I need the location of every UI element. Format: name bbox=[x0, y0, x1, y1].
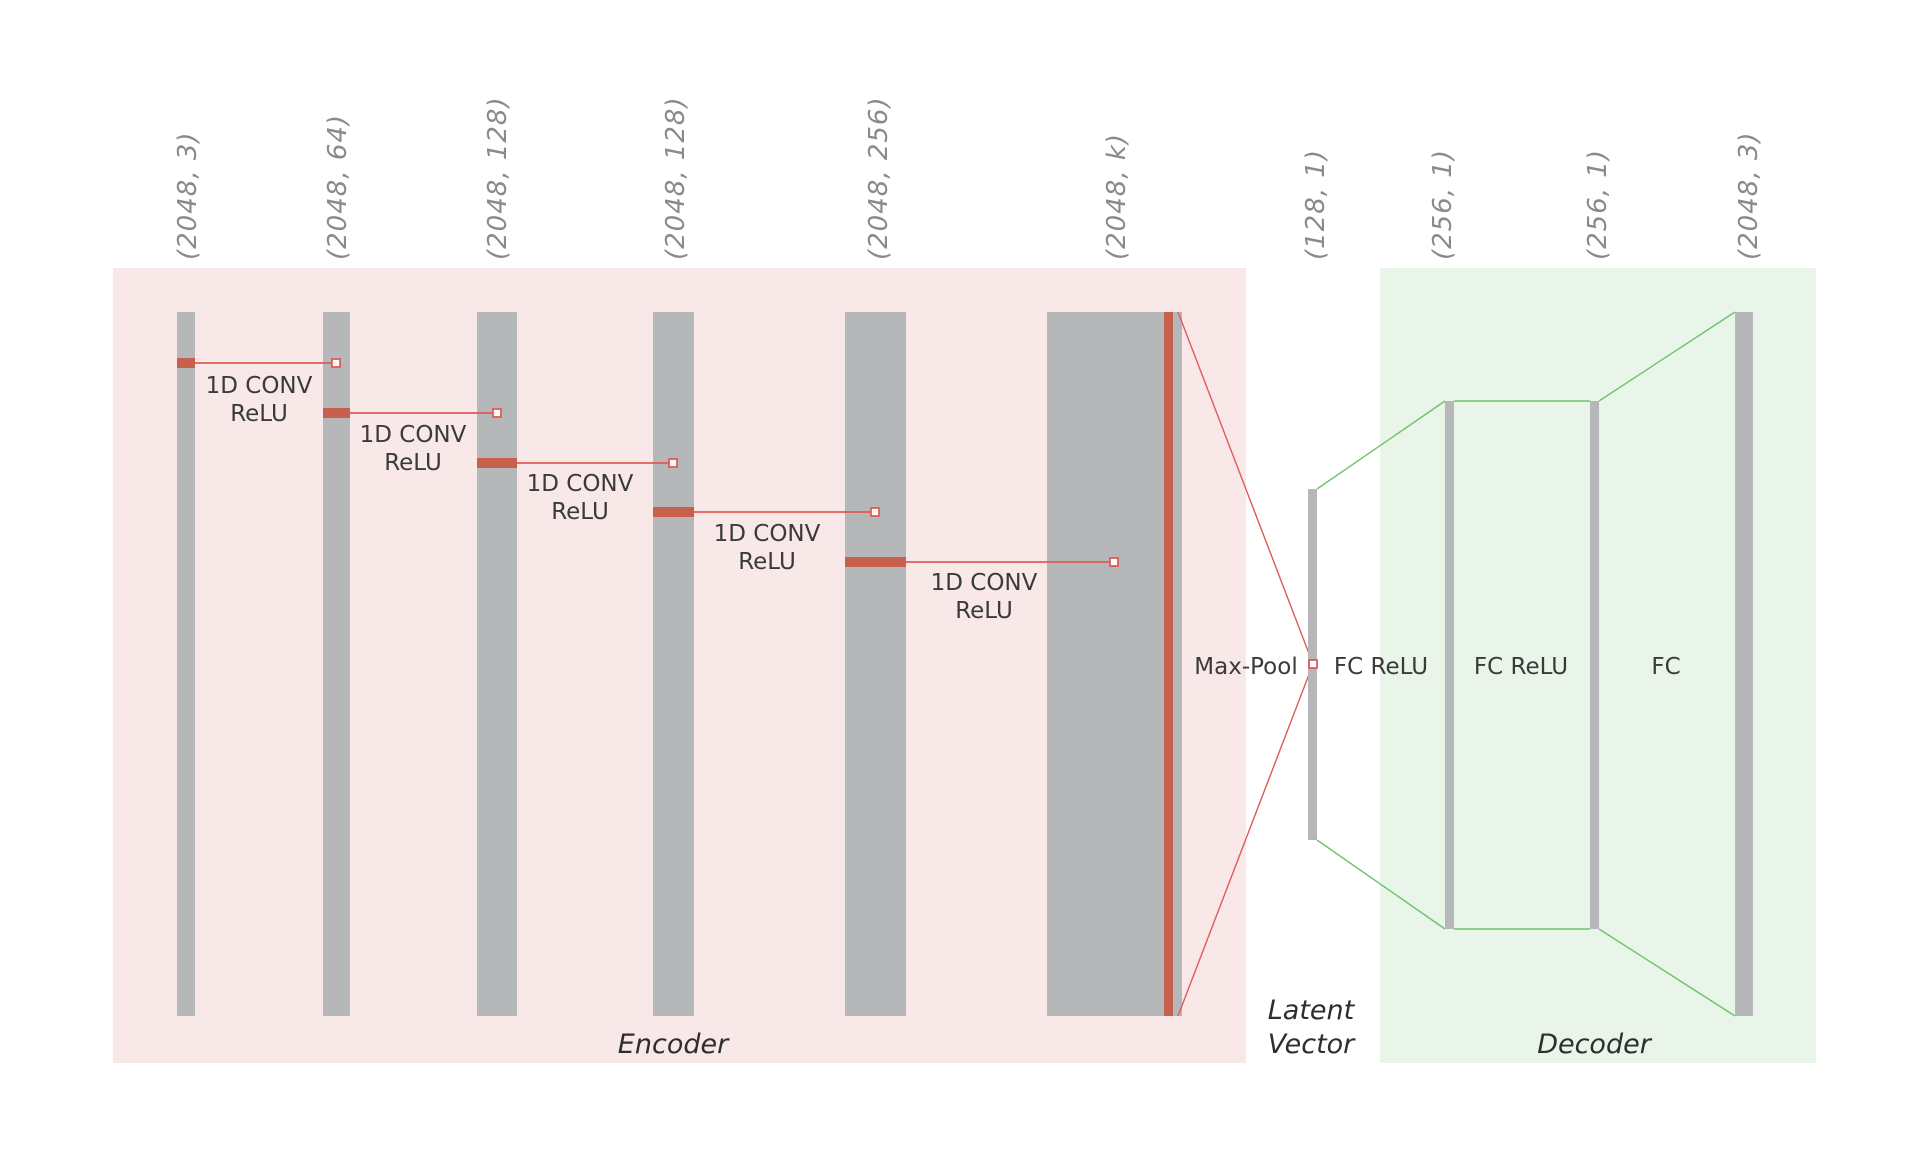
conv-target-3 bbox=[668, 458, 678, 468]
conv-label-5-line2: ReLU bbox=[955, 598, 1013, 624]
maxpool-column bbox=[1164, 312, 1173, 1016]
fc-relu-label-2: FC ReLU bbox=[1474, 654, 1568, 680]
encoder-caption: Encoder bbox=[618, 1029, 730, 1060]
conv-highlight-input bbox=[177, 358, 195, 368]
conv-highlight-conv1 bbox=[323, 408, 350, 418]
layer-output bbox=[1735, 312, 1753, 1016]
conv-target-4 bbox=[870, 507, 880, 517]
fc-relu-label-1: FC ReLU bbox=[1334, 654, 1428, 680]
layer-input bbox=[177, 312, 195, 1016]
fc-connector-bottom-3 bbox=[1598, 928, 1736, 1017]
layer-conv5 bbox=[1047, 312, 1182, 1016]
conv-label-2-line1: 1D CONV bbox=[360, 422, 467, 448]
fc-connector-bottom-1 bbox=[1316, 839, 1446, 930]
conv-label-5-line1: 1D CONV bbox=[931, 570, 1038, 596]
conv-label-2-line2: ReLU bbox=[384, 450, 442, 476]
fc-connector-top-3 bbox=[1598, 311, 1736, 402]
conv-label-3-line1: 1D CONV bbox=[527, 471, 634, 497]
maxpool-line-top bbox=[1177, 311, 1314, 665]
layer-conv3 bbox=[653, 312, 694, 1016]
maxpool-line-bottom bbox=[1177, 663, 1314, 1017]
conv-highlight-conv3 bbox=[653, 507, 694, 517]
conv-label-4-line1: 1D CONV bbox=[714, 521, 821, 547]
conv-label-1-line2: ReLU bbox=[230, 401, 288, 427]
latent-caption-line2: Vector bbox=[1268, 1029, 1356, 1060]
conv-target-5 bbox=[1109, 557, 1119, 567]
conv-label-4-line2: ReLU bbox=[738, 549, 796, 575]
conv-highlight-conv4 bbox=[845, 557, 906, 567]
fc-label: FC bbox=[1651, 654, 1680, 680]
dim-label-latent: (128, 1) bbox=[1301, 149, 1331, 260]
maxpool-target bbox=[1308, 659, 1318, 669]
dim-label-fc1: (256, 1) bbox=[1428, 149, 1458, 260]
maxpool-label: Max-Pool bbox=[1194, 654, 1297, 680]
decoder-caption: Decoder bbox=[1537, 1029, 1653, 1060]
dim-label-conv5: (2048, k) bbox=[1102, 133, 1132, 260]
dim-label-fc2: (256, 1) bbox=[1583, 149, 1613, 260]
layer-conv4 bbox=[845, 312, 906, 1016]
layer-fc1 bbox=[1445, 401, 1454, 929]
dim-label-conv2: (2048, 128) bbox=[483, 96, 513, 260]
latent-caption-line1: Latent bbox=[1268, 995, 1356, 1026]
dim-label-input: (2048, 3) bbox=[173, 131, 203, 260]
fc-connector-top-1 bbox=[1316, 400, 1446, 490]
layer-fc2 bbox=[1590, 401, 1599, 929]
layer-conv1 bbox=[323, 312, 350, 1016]
dim-label-conv1: (2048, 64) bbox=[323, 114, 353, 260]
dim-label-conv3: (2048, 128) bbox=[661, 96, 691, 260]
dim-label-output: (2048, 3) bbox=[1734, 131, 1764, 260]
conv-label-3-line2: ReLU bbox=[551, 499, 609, 525]
conv-label-1-line1: 1D CONV bbox=[206, 373, 313, 399]
conv-highlight-conv2 bbox=[477, 458, 517, 468]
conv-target-1 bbox=[331, 358, 341, 368]
dim-label-conv4: (2048, 256) bbox=[864, 96, 894, 260]
conv-target-2 bbox=[492, 408, 502, 418]
layer-conv2 bbox=[477, 312, 517, 1016]
